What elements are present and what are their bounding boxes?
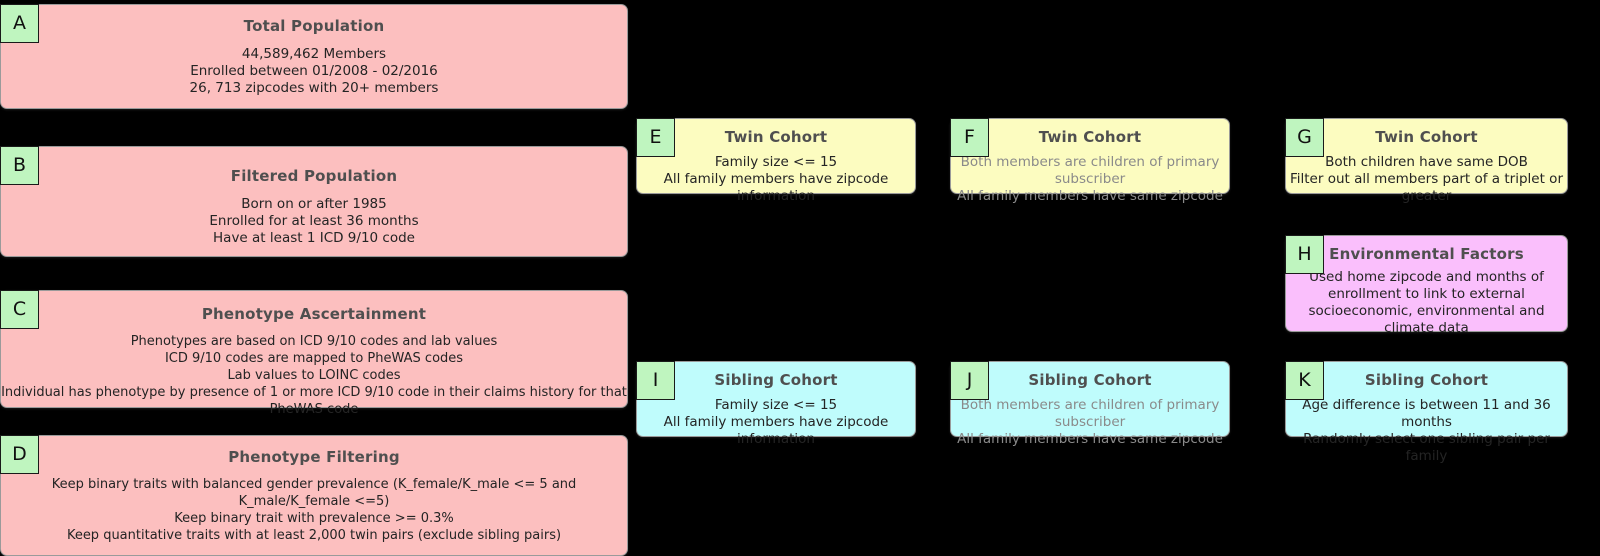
panel-body-e: Family size <= 15 All family members hav… xyxy=(663,154,889,204)
panel-title-a: Total Population xyxy=(243,17,385,35)
panel-twin-cohort-f[interactable]: F Twin Cohort Both members are children … xyxy=(950,118,1230,204)
panel-badge-c: C xyxy=(0,290,39,329)
panel-environmental-factors[interactable]: H Environmental Factors Used home zipcod… xyxy=(1285,235,1568,336)
panel-sibling-cohort-i[interactable]: I Sibling Cohort Family size <= 15 All f… xyxy=(636,361,916,447)
panel-phenotype-filtering[interactable]: D Phenotype Filtering Keep binary traits… xyxy=(0,435,628,556)
panel-title-c: Phenotype Ascertainment xyxy=(201,305,427,323)
panel-body-i: Family size <= 15 All family members hav… xyxy=(663,397,889,447)
panel-badge-h: H xyxy=(1285,235,1324,274)
panel-sibling-cohort-j[interactable]: J Sibling Cohort Both members are childr… xyxy=(950,361,1230,447)
panel-body-h: Used home zipcode and months of enrollme… xyxy=(1308,269,1545,336)
panel-twin-cohort-g[interactable]: G Twin Cohort Both children have same DO… xyxy=(1285,118,1568,204)
panel-total-population[interactable]: A Total Population 44,589,462 Members En… xyxy=(0,4,628,109)
panel-body-d: Keep binary traits with balanced gender … xyxy=(51,477,577,543)
panel-body-f: Both members are children of primary sub… xyxy=(957,154,1223,204)
panel-title-k: Sibling Cohort xyxy=(1364,371,1489,389)
panel-badge-a: A xyxy=(0,4,39,43)
panel-badge-i: I xyxy=(636,361,675,400)
panel-title-d: Phenotype Filtering xyxy=(228,448,400,466)
panel-badge-f: F xyxy=(950,118,989,157)
panel-title-b: Filtered Population xyxy=(230,167,398,185)
panel-title-i: Sibling Cohort xyxy=(714,371,838,389)
panel-badge-g: G xyxy=(1285,118,1324,157)
panel-badge-j: J xyxy=(950,361,989,400)
panel-body-k: Age difference is between 11 and 36 mont… xyxy=(1302,397,1551,464)
panel-badge-k: K xyxy=(1285,361,1324,400)
panel-badge-d: D xyxy=(0,435,39,474)
panel-phenotype-ascertainment[interactable]: C Phenotype Ascertainment Phenotypes are… xyxy=(0,290,628,417)
panel-body-a: 44,589,462 Members Enrolled between 01/2… xyxy=(189,46,439,96)
panel-title-f: Twin Cohort xyxy=(1038,128,1142,146)
panel-badge-e: E xyxy=(636,118,675,157)
panel-body-c: Phenotypes are based on ICD 9/10 codes a… xyxy=(1,334,627,417)
panel-filtered-population[interactable]: B Filtered Population Born on or after 1… xyxy=(0,146,628,257)
panel-body-g: Both children have same DOB Filter out a… xyxy=(1289,154,1563,204)
panel-badge-b: B xyxy=(0,146,39,185)
panel-body-j: Both members are children of primary sub… xyxy=(957,397,1223,447)
panel-title-e: Twin Cohort xyxy=(724,128,828,146)
panel-body-b: Born on or after 1985 Enrolled for at le… xyxy=(209,196,419,246)
panel-title-h: Environmental Factors xyxy=(1329,245,1524,263)
panel-title-g: Twin Cohort xyxy=(1375,128,1478,146)
panel-title-j: Sibling Cohort xyxy=(1028,371,1152,389)
panel-sibling-cohort-k[interactable]: K Sibling Cohort Age difference is betwe… xyxy=(1285,361,1568,464)
panel-twin-cohort-e[interactable]: E Twin Cohort Family size <= 15 All fami… xyxy=(636,118,916,204)
